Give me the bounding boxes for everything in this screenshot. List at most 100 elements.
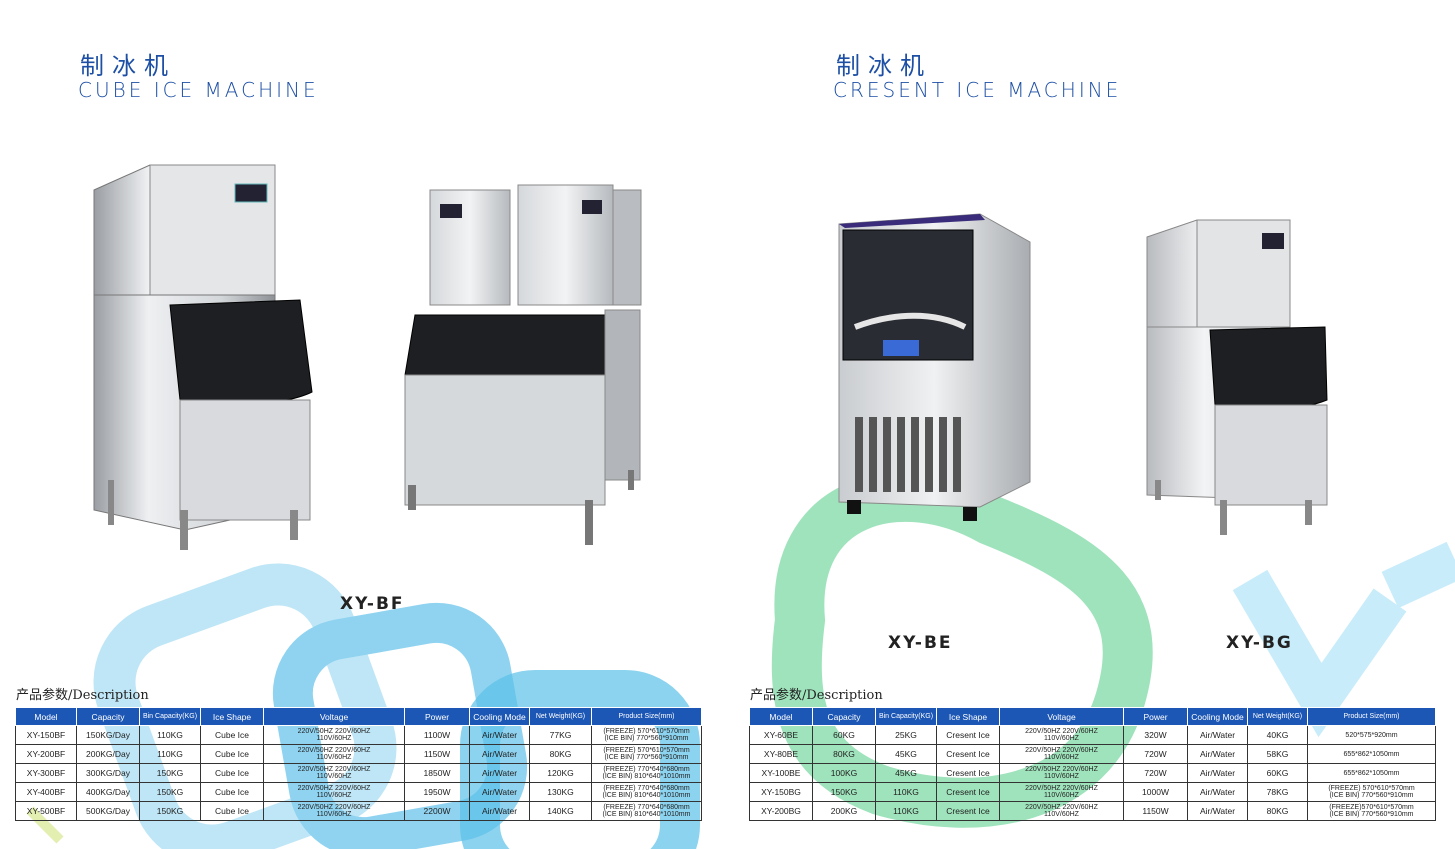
table-cell-power: 1100W [404,725,470,745]
cube-ice-machine-single-image [93,164,313,550]
cell-line: (FREEZE) 570*610*570mm [603,728,690,735]
column-header: Cooling Mode [1187,707,1248,726]
column-header: Product Size(mm) [1307,707,1436,726]
table-cell-model: XY-200BF [15,744,77,764]
table-cell-size: (FREEZE) 570*610*570mm(ICE BIN) 770*560*… [591,744,702,764]
table-cell-weight: 58KG [1247,744,1308,764]
cell-line: 110V/60HZ [1044,811,1079,818]
table-cell-model: XY-300BF [15,763,77,783]
table-cell-weight: 140KG [529,801,592,821]
cell-line: 520*575*920mm [1345,731,1398,739]
table-cell-weight: 77KG [529,725,592,745]
table-cell-weight: 40KG [1247,725,1308,745]
table-cell-bin: 110KG [875,782,937,802]
table-cell-model: XY-60BE [749,725,813,745]
table-cell-bin: 110KG [139,744,201,764]
column-header: Bin Capacity(KG) [139,707,201,726]
table-cell-weight: 80KG [529,744,592,764]
left-title-chinese: 制冰机 [80,52,176,80]
cell-line: 220V/50HZ 220V/60HZ [297,785,371,792]
table-cell-weight: 80KG [1247,801,1308,821]
table-cell-power: 2200W [404,801,470,821]
table-cell-shape: Cube Ice [200,801,264,821]
table-cell-shape: Cube Ice [200,744,264,764]
cell-line: (ICE BIN) 770*560*910mm [604,735,689,742]
table-cell-cooling: Air/Water [1187,725,1248,745]
cell-line: 110V/60HZ [316,754,352,761]
cell-line: (FREEZE) 770*640*680mm [603,785,690,792]
cell-line: (ICE BIN) 770*560*910mm [1329,811,1414,818]
table-cell-bin: 45KG [875,763,937,783]
table-cell-size: 655*862*1050mm [1307,763,1436,783]
column-header: Voltage [263,707,405,726]
cell-line: 220V/50HZ 220V/60HZ [297,804,371,811]
crescent-ice-machine-undercounter-image [838,213,1031,521]
cell-line: (FREEZE) 570*610*570mm [1328,785,1415,792]
cell-line: 110V/60HZ [1044,773,1079,780]
cell-line: 220V/50HZ 220V/60HZ [1025,785,1098,792]
table-cell-power: 720W [1123,744,1188,764]
table-cell-cooling: Air/Water [1187,801,1248,821]
table-cell-shape: Cresent Ice [936,782,1000,802]
column-header: Power [1123,707,1188,726]
table-cell-capacity: 500KG/Day [76,801,140,821]
cell-line: 220V/50HZ 220V/60HZ [297,728,371,735]
cell-line: 655*862*1050mm [1343,769,1400,777]
table-cell-power: 1150W [404,744,470,764]
cell-line: (ICE BIN) 810*640*1010mm [602,811,691,818]
table-cell-cooling: Air/Water [1187,744,1248,764]
table-cell-power: 320W [1123,725,1188,745]
cell-line: (ICE BIN) 810*640*1010mm [602,792,691,799]
cell-line: (ICE BIN) 770*560*910mm [1329,792,1414,799]
table-cell-capacity: 300KG/Day [76,763,140,783]
cell-line: 220V/50HZ 220V/60HZ [1025,728,1098,735]
column-header: Cooling Mode [469,707,530,726]
cell-line: 220V/50HZ 220V/60HZ [297,766,371,773]
table-cell-shape: Cube Ice [200,725,264,745]
column-header: Model [749,707,813,726]
table-cell-capacity: 400KG/Day [76,782,140,802]
cell-line: 110V/60HZ [316,773,352,780]
right-title-chinese: 制冰机 [836,52,932,80]
table-cell-power: 1000W [1123,782,1188,802]
table-cell-model: XY-150BF [15,725,77,745]
display-panel-icon [883,340,919,356]
table-cell-shape: Cresent Ice [936,744,1000,764]
cell-line: 220V/50HZ 220V/60HZ [1025,766,1098,773]
table-cell-size: (FREEZE)570*610*570mm(ICE BIN) 770*560*9… [1307,801,1436,821]
left-title-english: CUBE ICE MACHINE [78,78,319,102]
cell-line: (ICE BIN) 810*640*1010mm [602,773,691,780]
table-cell-bin: 150KG [139,782,201,802]
cell-line: (FREEZE) 570*610*570mm [603,747,690,754]
table-cell-model: XY-100BE [749,763,813,783]
table-cell-power: 720W [1123,763,1188,783]
table-cell-cooling: Air/Water [1187,763,1248,783]
column-header: Capacity [76,707,140,726]
column-header: Capacity [812,707,876,726]
table-cell-power: 1850W [404,763,470,783]
model-label-xy-be: XY-BE [888,633,953,653]
table-cell-size: (FREEZE) 770*640*680mm(ICE BIN) 810*640*… [591,763,702,783]
table-cell-capacity: 200KG [812,801,876,821]
table-cell-model: XY-200BG [749,801,813,821]
table-cell-capacity: 150KG [812,782,876,802]
cell-line: 110V/60HZ [1044,754,1079,761]
table-cell-cooling: Air/Water [469,744,530,764]
table-cell-shape: Cube Ice [200,763,264,783]
table-cell-shape: Cresent Ice [936,801,1000,821]
cell-line: (FREEZE)570*610*570mm [1329,804,1414,811]
